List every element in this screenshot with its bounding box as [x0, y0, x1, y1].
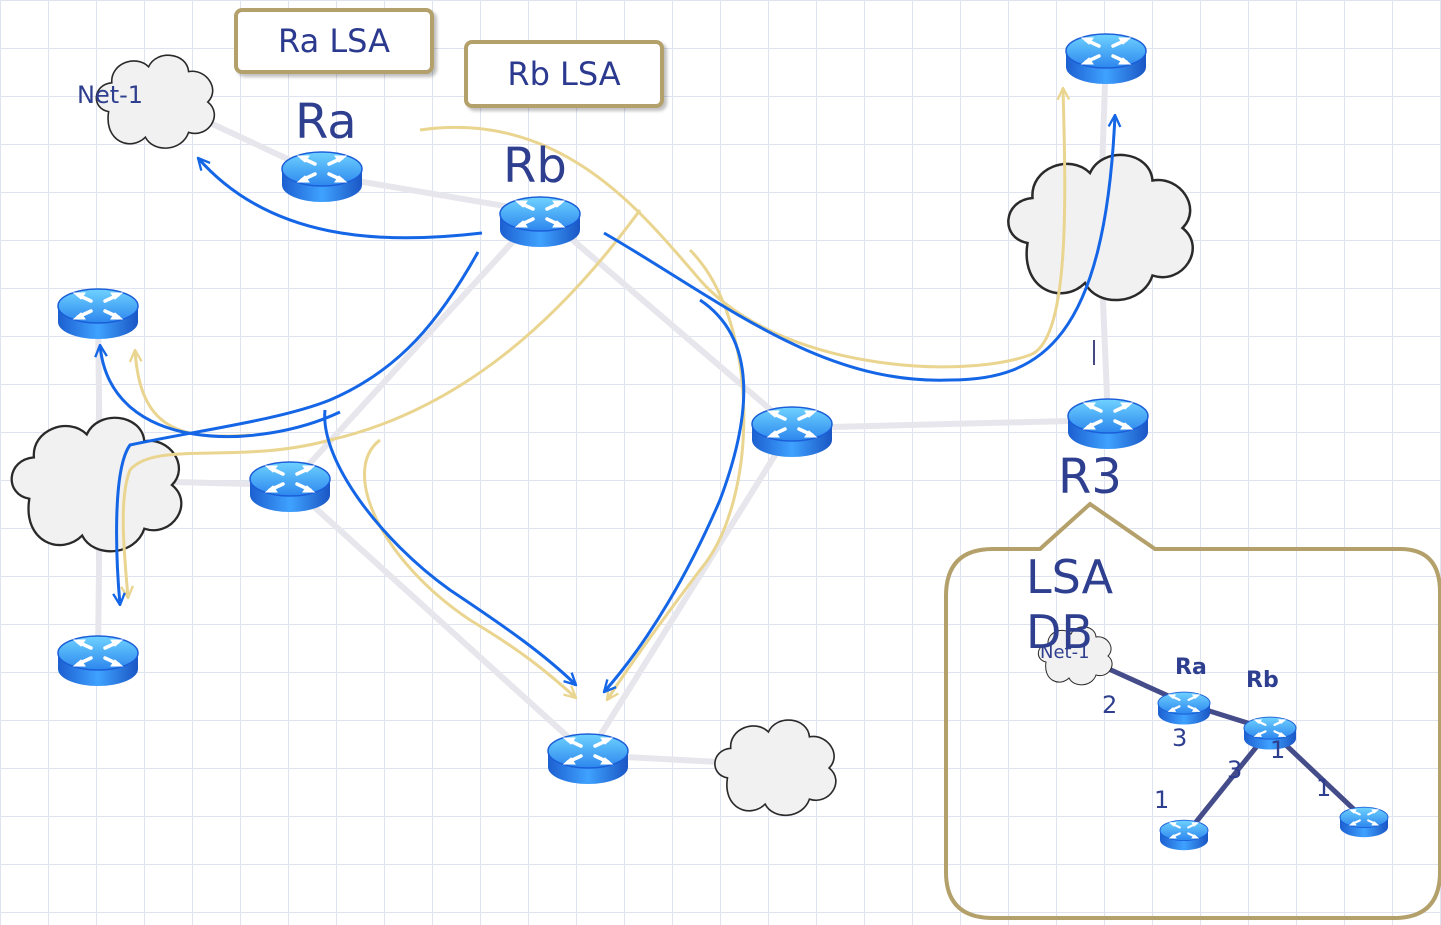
cost-label: 3: [1227, 756, 1243, 784]
ra-lsa-label: Ra LSA: [278, 22, 390, 60]
lsa-db-title: LSA DB: [1026, 550, 1114, 660]
network-links: [95, 52, 1111, 768]
rb-lsa-flood-arrows: [123, 88, 1065, 700]
inset-ra-label: Ra: [1175, 655, 1207, 680]
inset-net1-label: Net-1: [1040, 642, 1090, 663]
cost-label: 1: [1154, 786, 1170, 814]
router-icon: [498, 195, 582, 249]
rb-lsa-label: Rb LSA: [507, 55, 621, 93]
router-icon: [1338, 806, 1390, 839]
net1-label: Net-1: [77, 81, 144, 109]
router-icon: [1158, 819, 1210, 852]
router-icon: [280, 150, 364, 204]
inset-links: [1097, 662, 1366, 835]
rb-lsa-box: Rb LSA: [464, 40, 664, 108]
router-icon: [56, 634, 140, 688]
inset-rb-label: Rb: [1246, 668, 1279, 693]
router-icon: [248, 460, 332, 514]
lsa-db-frame: [944, 501, 1441, 920]
router-icon: [546, 732, 630, 786]
router-icon: [1156, 690, 1212, 726]
cost-label: 3: [1172, 724, 1188, 752]
cloud-icon: [714, 719, 837, 817]
cost-label: 1: [1270, 736, 1286, 764]
r3-label: R3: [1058, 449, 1122, 505]
router-icon: [1066, 397, 1150, 451]
cloud-icon: [10, 416, 183, 553]
cost-label: 1: [1316, 774, 1332, 802]
ra-label: Ra: [295, 94, 357, 150]
ra-lsa-flood-arrows: [100, 115, 1115, 692]
router-icon: [56, 287, 140, 341]
cloud-icon: [1007, 153, 1194, 302]
rb-label: Rb: [503, 138, 567, 194]
router-icon: [750, 405, 834, 459]
ra-lsa-box: Ra LSA: [234, 8, 434, 74]
cost-label: 2: [1102, 691, 1118, 719]
router-icon: [1064, 32, 1148, 86]
